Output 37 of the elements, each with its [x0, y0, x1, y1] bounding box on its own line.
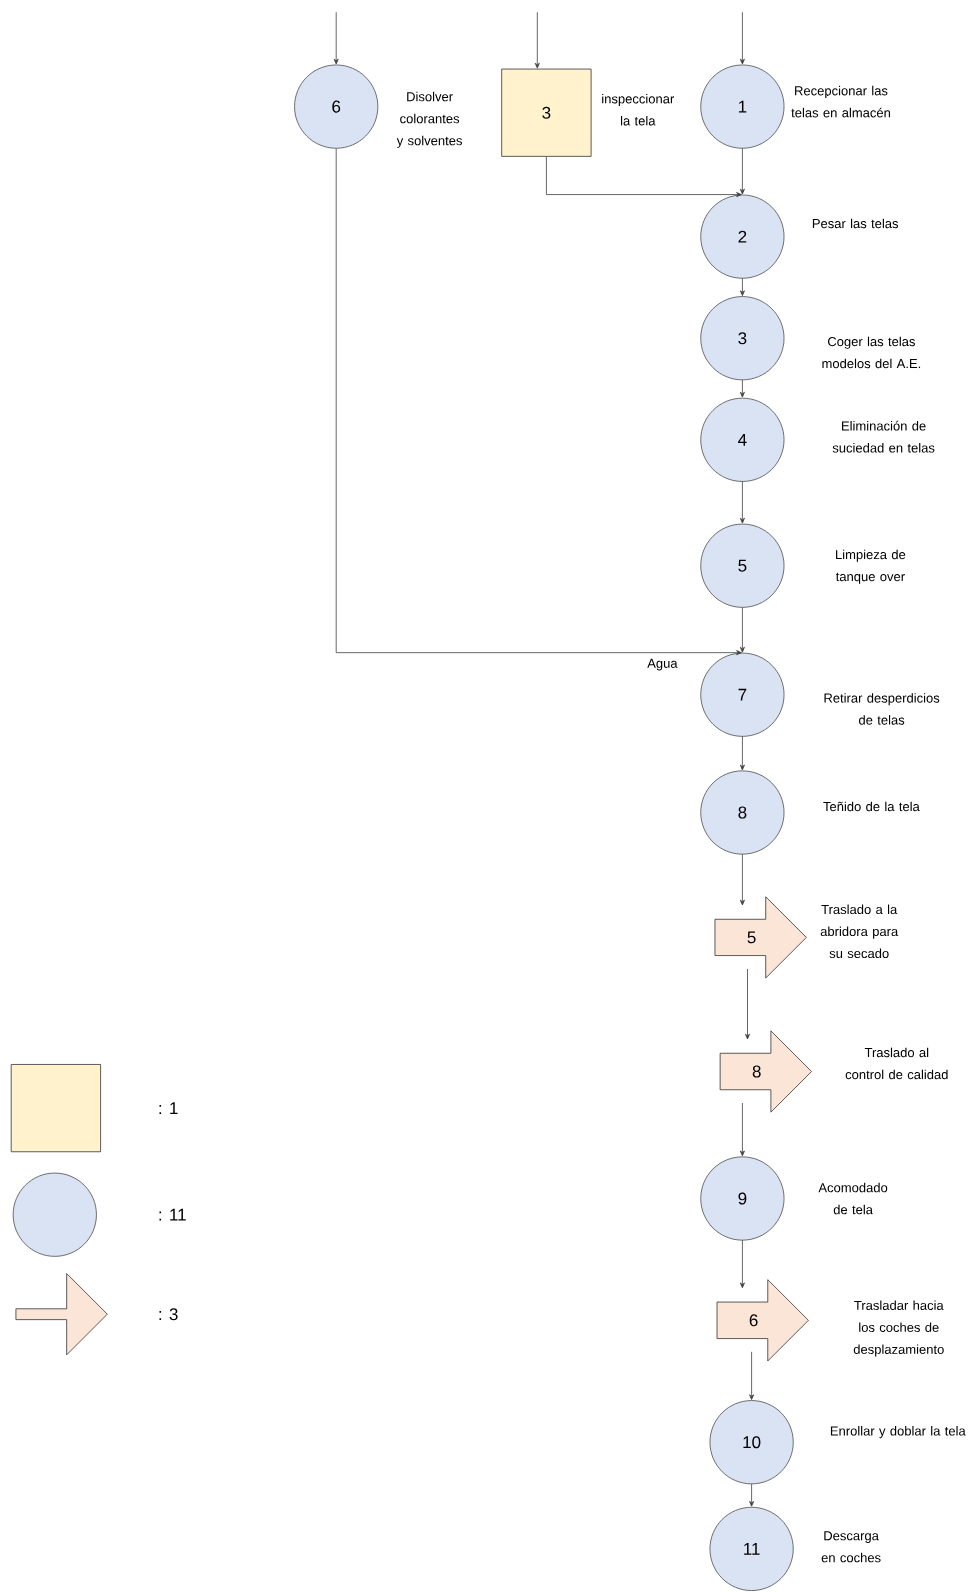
- arrow: [739, 11, 745, 65]
- step-description: inspeccionar la tela: [602, 93, 675, 126]
- arrow: [739, 1102, 745, 1157]
- arrow: [546, 156, 742, 198]
- inspection-square: 3: [501, 68, 592, 157]
- arrow: [739, 853, 745, 906]
- arrow: [739, 1239, 745, 1289]
- legend-text: : 11: [159, 1208, 186, 1221]
- arrow: [534, 11, 540, 69]
- step-description: Pesar las telas: [812, 218, 899, 229]
- arrow: [739, 481, 745, 524]
- step-description: Disolver colorantes y solventes: [396, 91, 462, 148]
- arrow: [335, 148, 742, 656]
- arrow: [749, 1483, 755, 1507]
- step-description: Retirar desperdicios de telas: [824, 693, 940, 725]
- step-description: Limpieza de tanque over: [835, 549, 906, 584]
- arrow: [739, 607, 745, 653]
- step-description: Trasladar hacia los coches de desplazamiento: [853, 1300, 944, 1357]
- arrow: [739, 147, 745, 195]
- legend-text: : 1: [159, 1102, 178, 1114]
- arrow: [745, 968, 750, 1040]
- step-description: Descarga en coches: [821, 1531, 881, 1563]
- step-description: Enrollar y doblar la tela: [830, 1426, 966, 1439]
- arrow: [739, 277, 745, 296]
- step-description: Teñido de la tela: [823, 801, 920, 812]
- arrow: [749, 1351, 755, 1400]
- step-description: Recepcionar las telas en almacén: [791, 85, 890, 118]
- step-description: Coger las telas modelos del A.E.: [822, 336, 921, 369]
- step-description: Traslado a la abridora para su secado: [820, 904, 899, 959]
- legend-text: : 3: [159, 1308, 178, 1321]
- step-description: Traslado al control de calidad: [845, 1047, 948, 1080]
- arrow: [739, 379, 745, 398]
- arrow: [739, 735, 745, 771]
- arrow: [333, 11, 339, 65]
- step-description: Acomodado de tela: [818, 1182, 888, 1215]
- edge-label: Agua: [646, 657, 679, 672]
- step-description: Eliminación de suciedad en telas: [832, 420, 935, 453]
